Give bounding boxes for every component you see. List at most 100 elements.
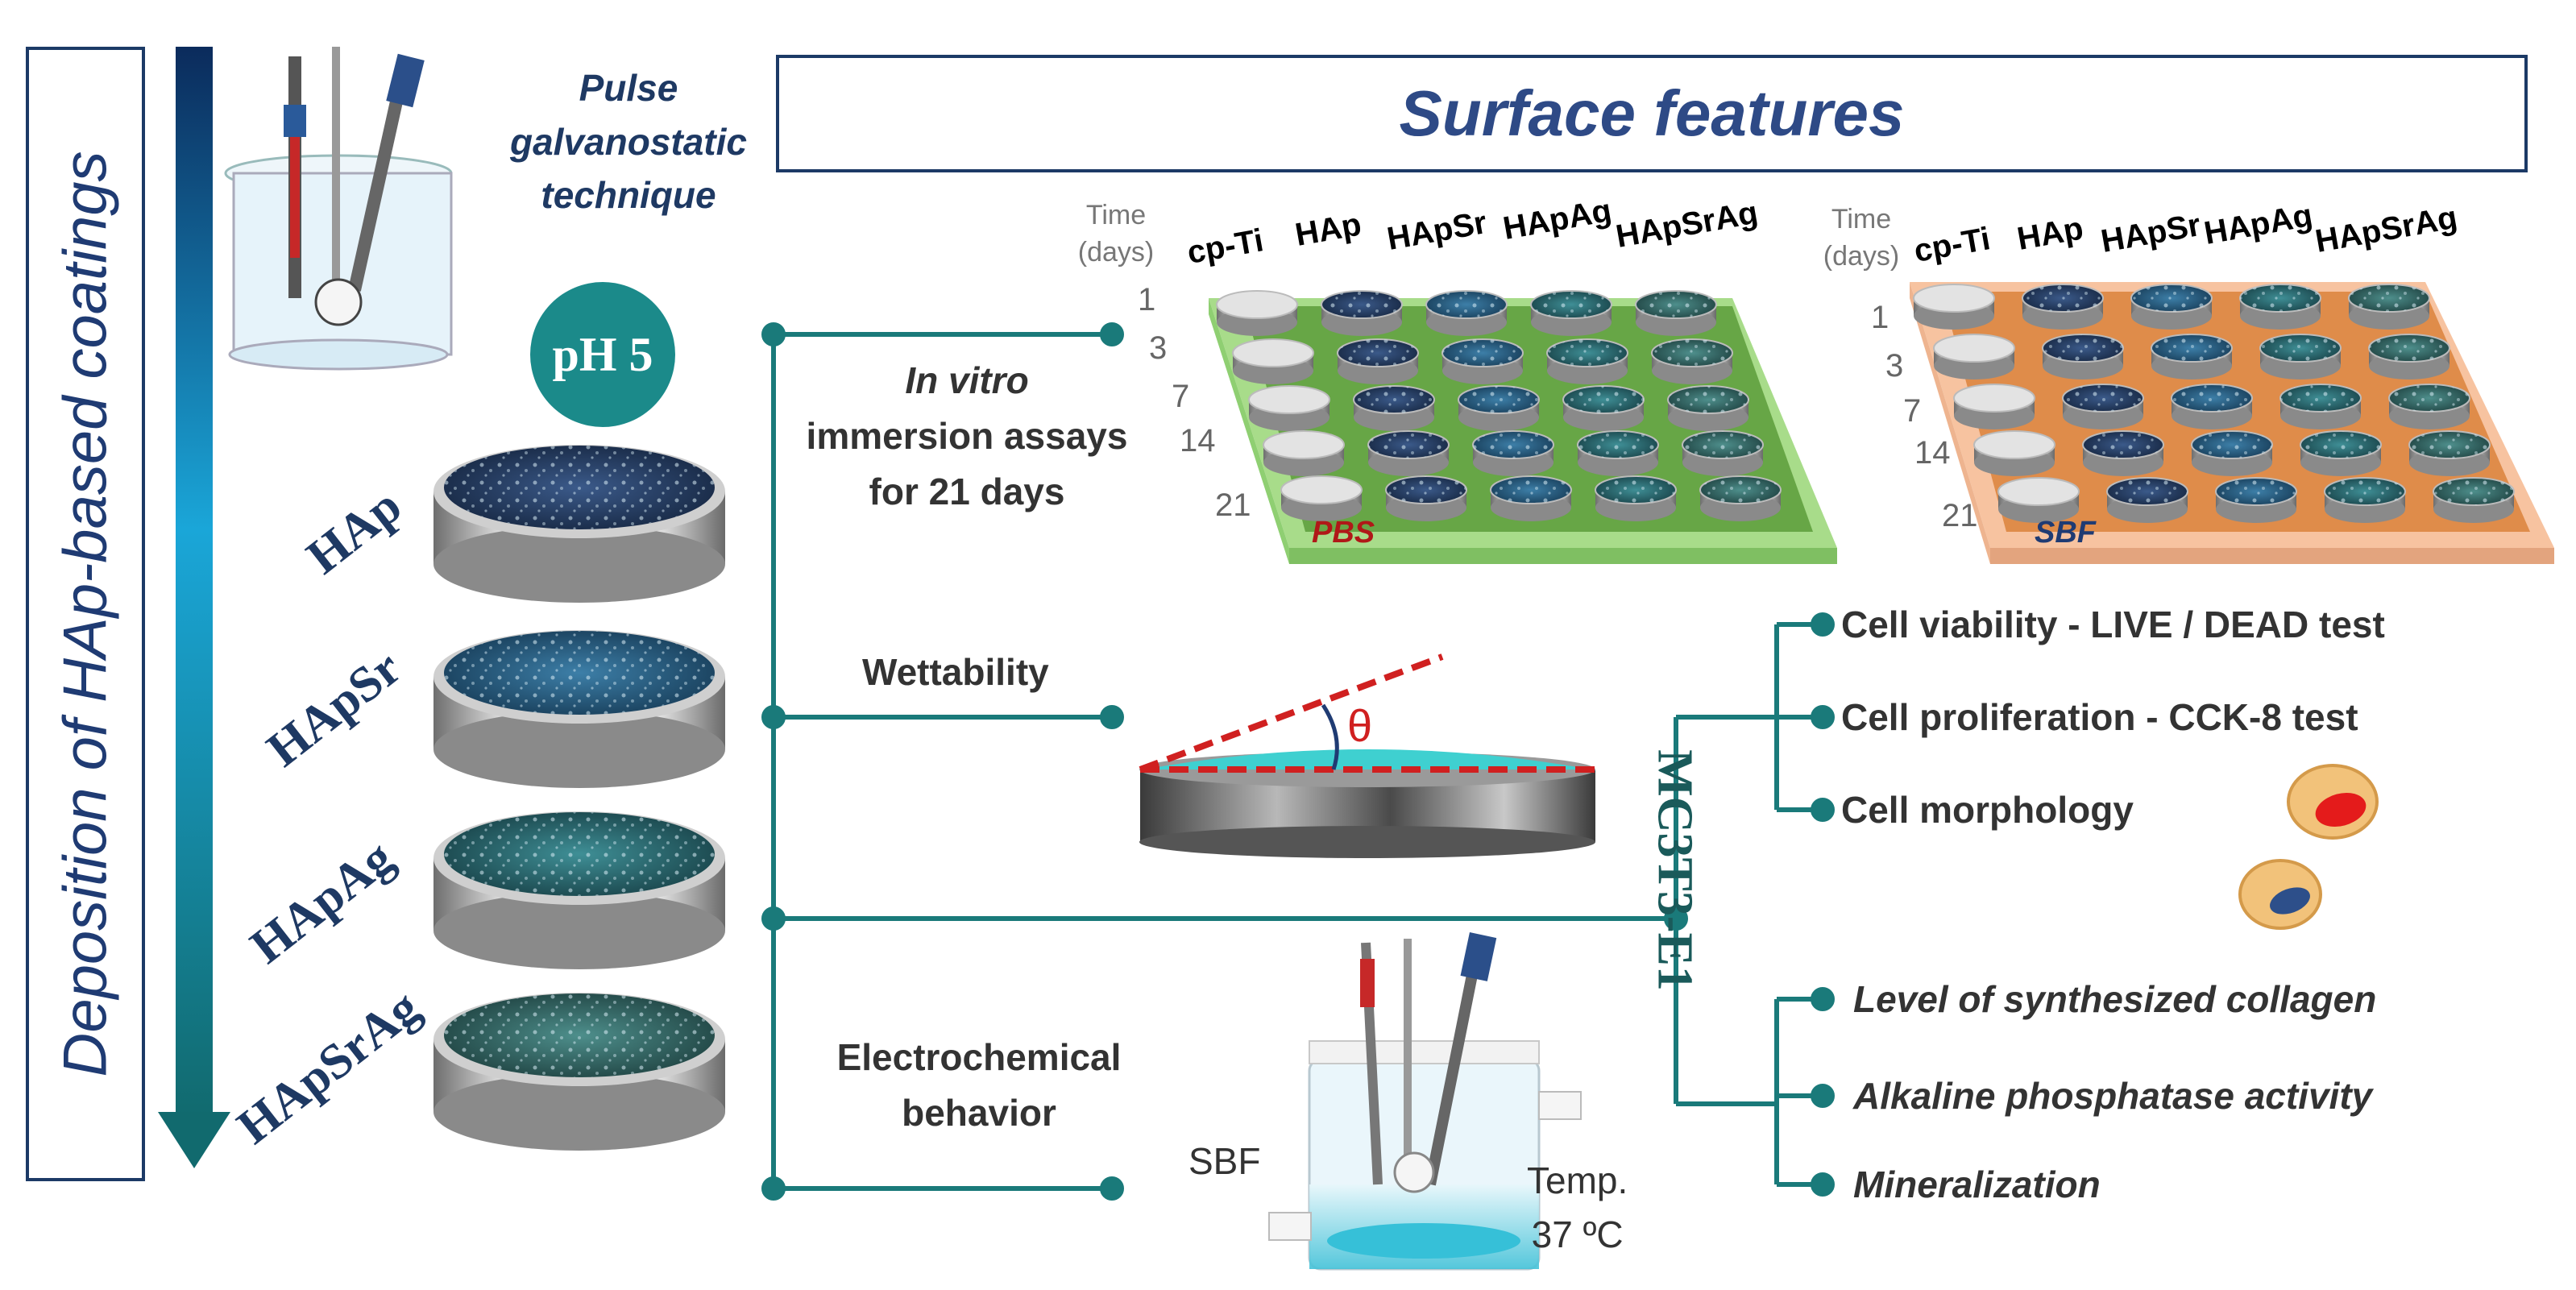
sample-well — [1458, 385, 1540, 431]
sample-well — [2130, 284, 2213, 330]
ph-badge-circle — [530, 282, 675, 427]
sample-well — [1682, 430, 1764, 476]
sample-well — [1953, 384, 2035, 429]
sample-well — [1248, 385, 1330, 431]
day-label: 14 — [1180, 423, 1216, 458]
sample-well — [1577, 430, 1659, 476]
sample-well — [2171, 384, 2253, 429]
connector-tree — [761, 322, 1835, 1201]
sample-well — [1367, 430, 1450, 476]
time-label-line-1: Time — [1085, 200, 1147, 230]
sample-well — [1425, 290, 1508, 336]
sample-well — [2388, 384, 2470, 429]
contact-angle-symbol: θ — [1347, 700, 1373, 751]
immersion-line-2: immersion assays — [806, 415, 1128, 457]
sample-well — [2433, 477, 2515, 523]
day-label: 3 — [1885, 348, 1904, 384]
sample-well — [1530, 290, 1612, 336]
sample-well — [2348, 284, 2430, 330]
sample-well — [1321, 290, 1403, 336]
sample-well — [2368, 334, 2450, 380]
technique-line-2: galvanostatic — [510, 120, 747, 163]
sample-well — [2022, 284, 2104, 330]
coated-disc-hapsrag — [433, 993, 725, 1151]
sample-well — [2062, 384, 2144, 429]
sample-well — [2082, 430, 2164, 476]
vertical-title: Deposition of HAp-based coatings — [51, 151, 120, 1077]
test-mineralization: Mineralization — [1853, 1163, 2101, 1205]
sample-well — [2324, 477, 2406, 523]
sample-well — [2239, 284, 2321, 330]
sample-well — [1337, 338, 1419, 384]
sample-well — [1263, 430, 1345, 476]
day-label: 14 — [1914, 435, 1951, 471]
sample-well — [2191, 430, 2273, 476]
medium-label-sbf: SBF — [2035, 516, 2096, 550]
sample-well — [1651, 338, 1733, 384]
sample-well — [1385, 475, 1467, 521]
technique-line-1: Pulse — [579, 67, 678, 109]
day-label: 21 — [1942, 498, 1978, 533]
technique-label: Pulse galvanostatic technique — [475, 61, 782, 222]
day-label: 7 — [1172, 379, 1190, 414]
sample-well — [1933, 334, 2015, 380]
sample-well — [2106, 477, 2188, 523]
sample-well — [1667, 385, 1749, 431]
sample-well — [2279, 384, 2362, 429]
electrolyte-label: SBF — [1188, 1140, 1261, 1182]
day-label: 21 — [1215, 487, 1251, 523]
sbf-plate — [1910, 282, 2554, 564]
electrochemical-label: Electrochemical behavior — [818, 1030, 1140, 1141]
coated-disc-hapag — [433, 811, 725, 969]
day-label: 1 — [1871, 300, 1889, 335]
cell-line-label: MC3T3-E1 — [1647, 749, 1703, 991]
test-cell-viability: Cell viability - LIVE / DEAD test — [1841, 604, 2385, 645]
wettability-label: Wettability — [862, 651, 1049, 693]
surface-features-box: Surface features — [776, 55, 2528, 172]
sample-well — [1490, 475, 1572, 521]
sample-well — [1595, 475, 1677, 521]
temperature-label: Temp. 37 ºC — [1527, 1154, 1628, 1261]
sample-well — [1472, 430, 1554, 476]
sample-well — [1973, 430, 2055, 476]
time-label-line-2: (days) — [1823, 240, 1900, 272]
immersion-line-3: for 21 days — [869, 471, 1065, 512]
test-cell-proliferation: Cell proliferation - CCK-8 test — [1841, 696, 2358, 738]
sample-well — [1353, 385, 1435, 431]
time-label-pbs: Time (days) — [1064, 197, 1168, 272]
sample-well — [1997, 477, 2080, 523]
test-collagen: Level of synthesized collagen — [1853, 978, 2377, 1020]
surface-features-title: Surface features — [1399, 77, 1905, 149]
electrochemical-line-2: behavior — [902, 1092, 1056, 1134]
cell-morphology-icons — [2238, 764, 2379, 930]
sample-well — [2215, 477, 2297, 523]
sample-well — [2259, 334, 2342, 380]
immersion-line-1: In vitro — [905, 359, 1029, 401]
coated-disc-hap — [433, 445, 725, 603]
beaker-icon — [224, 47, 453, 371]
temperature-line-2: 37 ºC — [1531, 1213, 1624, 1255]
sample-well — [1441, 338, 1524, 384]
sample-well — [2300, 430, 2382, 476]
pbs-plate — [1209, 290, 1837, 564]
technique-line-3: technique — [541, 174, 716, 217]
electrochemical-line-1: Electrochemical — [836, 1036, 1122, 1078]
electrochemical-cell-icon — [1268, 932, 1582, 1271]
sample-well — [2042, 334, 2124, 380]
immersion-description: In vitro immersion assays for 21 days — [778, 353, 1156, 520]
sample-well — [1546, 338, 1628, 384]
day-label: 1 — [1138, 282, 1156, 317]
test-cell-morphology: Cell morphology — [1841, 789, 2134, 831]
coated-disc-hapsr — [433, 630, 725, 788]
left-title-box — [26, 47, 145, 1181]
sample-well — [2408, 430, 2491, 476]
temperature-line-1: Temp. — [1527, 1159, 1628, 1201]
sample-well — [1562, 385, 1645, 431]
time-label-sbf: Time (days) — [1809, 201, 1914, 276]
sample-well — [1216, 290, 1298, 336]
day-label: 3 — [1149, 330, 1168, 366]
time-label-line-1: Time — [1831, 204, 1892, 234]
time-label-line-2: (days) — [1077, 236, 1155, 268]
